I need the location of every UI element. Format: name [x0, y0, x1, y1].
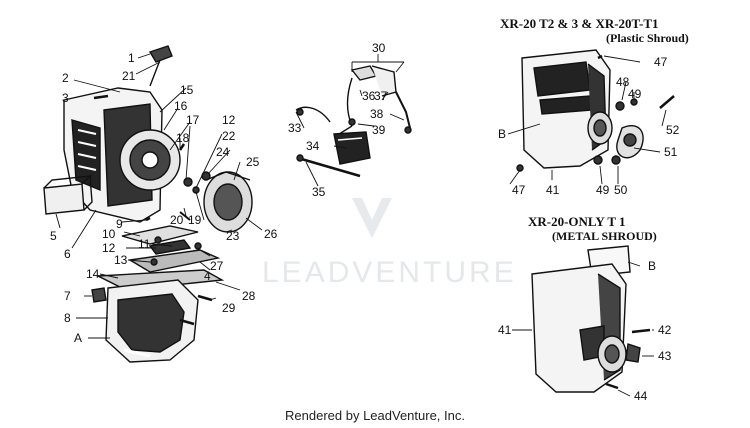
part-label: 24	[216, 145, 230, 159]
part-label: 47	[654, 55, 668, 69]
part-label: 16	[174, 99, 188, 113]
ignition-assembly	[295, 65, 412, 178]
metal-shroud-subtitle: (METAL SHROUD)	[552, 229, 657, 243]
watermark-text: LEADVENTURE	[262, 256, 517, 289]
plastic-shroud-subtitle: (Plastic Shroud)	[606, 31, 689, 45]
part-labels: 1 2 3 21 15 16 17 18 12 22 24 25 20 19 2…	[50, 41, 680, 403]
part-label: 27	[210, 259, 224, 273]
part-label: 14	[86, 267, 100, 281]
part-label: 12	[222, 113, 236, 127]
part-label: 21	[122, 69, 136, 83]
part-label: 36	[362, 89, 376, 103]
part-label: 35	[312, 185, 326, 199]
part-label: 34	[306, 139, 320, 153]
part-label: 49	[628, 87, 642, 101]
part-label: 7	[64, 289, 71, 303]
part-label: 4	[204, 269, 211, 283]
metal-shroud-assembly	[531, 245, 651, 393]
part-label: 15	[180, 83, 194, 97]
part-label: 41	[546, 183, 560, 197]
part-label: 9	[116, 217, 123, 231]
part-label: 30	[372, 41, 386, 55]
part-label: 8	[64, 311, 71, 325]
part-label: 5	[50, 229, 57, 243]
plastic-shroud-assembly	[516, 49, 675, 172]
watermark: LEADVENTURE	[262, 198, 517, 289]
part-label: 19	[188, 213, 202, 227]
part-label: 49	[596, 183, 610, 197]
part-label: 20	[170, 213, 184, 227]
part-label: 26	[264, 227, 278, 241]
part-label: 11	[138, 237, 151, 251]
part-label: 41	[498, 323, 512, 337]
part-label: 18	[176, 131, 190, 145]
part-label: 38	[370, 107, 384, 121]
part-label: 44	[634, 389, 648, 403]
part-label: 12	[102, 241, 116, 255]
plastic-shroud-title: XR-20 T2 & 3 & XR-20T-T1	[500, 16, 659, 31]
part-label: 47	[512, 183, 526, 197]
part-label: 1	[128, 51, 135, 65]
part-label: 39	[372, 123, 386, 137]
part-label: 3	[62, 91, 69, 105]
part-label: 6	[64, 247, 71, 261]
part-label: 37	[374, 89, 388, 103]
part-label: B	[648, 259, 656, 273]
leader-lines	[55, 53, 667, 397]
part-label: 10	[102, 227, 116, 241]
footer-credit: Rendered by LeadVenture, Inc.	[285, 408, 465, 423]
part-label: 2	[62, 71, 69, 85]
part-label: 42	[658, 323, 672, 337]
part-label: 17	[186, 113, 200, 127]
part-label: 22	[222, 129, 236, 143]
part-label: 51	[664, 145, 678, 159]
part-label: 28	[242, 289, 256, 303]
part-label: 52	[666, 123, 680, 137]
part-label: 23	[226, 229, 240, 243]
part-label: 50	[614, 183, 628, 197]
part-label: 48	[616, 75, 630, 89]
part-label: 13	[114, 253, 128, 267]
part-label: 43	[658, 349, 672, 363]
engine-assembly	[43, 45, 253, 363]
part-label: A	[74, 331, 82, 345]
part-label: B	[498, 127, 506, 141]
part-label: 29	[222, 301, 236, 315]
part-label: 25	[246, 155, 260, 169]
metal-shroud-title: XR-20-ONLY T 1	[528, 214, 626, 229]
part-label: 33	[288, 121, 302, 135]
